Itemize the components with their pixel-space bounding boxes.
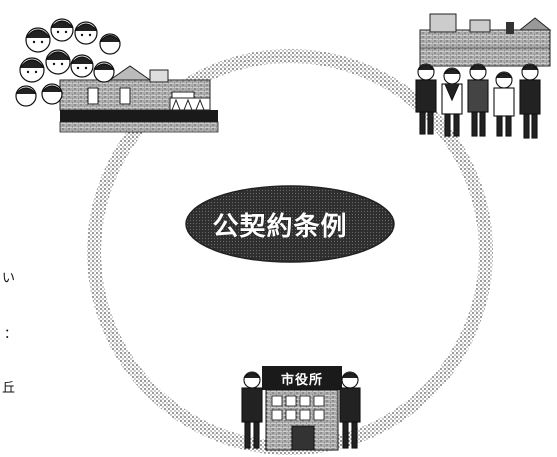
residents-group-icon <box>15 18 219 133</box>
residents-banner <box>62 110 212 120</box>
workers-group-icon <box>415 13 552 139</box>
city-hall-icon <box>241 366 361 451</box>
center-label: 公契約条例 <box>212 211 348 242</box>
edge-text-3: 丘 <box>2 381 15 396</box>
city-hall-sign: 市役所 <box>280 372 323 388</box>
center-ellipse <box>185 185 395 263</box>
edge-text-1: い <box>2 271 15 286</box>
edge-text-2: ： <box>4 327 17 342</box>
edge-text: い ： 丘 <box>2 271 17 396</box>
